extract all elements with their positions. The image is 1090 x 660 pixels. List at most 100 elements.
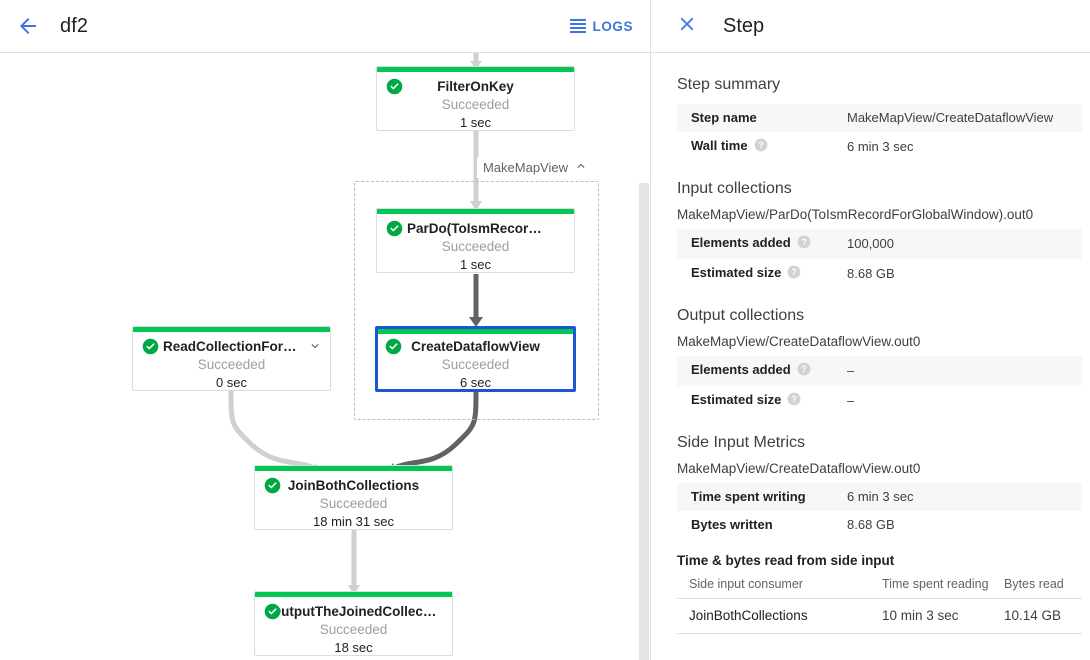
row-key: Elements added? xyxy=(677,229,843,259)
row-key-label: Elements added xyxy=(691,362,791,377)
table-row: Step name MakeMapView/CreateDataflowView xyxy=(677,104,1082,132)
table-row: Elements added? 100,000 xyxy=(677,229,1082,259)
table-header-row: Side input consumer Time spent reading B… xyxy=(677,572,1082,599)
svg-text:?: ? xyxy=(801,364,806,374)
row-key: Step name xyxy=(677,104,843,132)
list-lines-icon xyxy=(569,19,586,33)
node-time: 18 min 31 sec xyxy=(313,514,394,529)
row-key: Time spent writing xyxy=(677,483,843,511)
graph-node-pardo-toismrecord[interactable]: ParDo(ToIsmRecordFor… Succeeded 1 sec xyxy=(376,208,575,273)
check-circle-icon xyxy=(385,338,402,355)
row-value: MakeMapView/CreateDataflowView xyxy=(843,104,1082,132)
node-status: Succeeded xyxy=(441,239,510,254)
section-heading-step-summary: Step summary xyxy=(677,76,781,93)
svg-text:?: ? xyxy=(758,140,763,150)
output-collections-table: Elements added? – Estimated size? – xyxy=(677,356,1082,416)
row-value: 8.68 GB xyxy=(847,266,895,281)
cell-time-spent-reading: 10 min 3 sec xyxy=(882,598,1004,634)
group-box-makemapview[interactable]: MakeMapView xyxy=(354,157,599,420)
node-title: JoinBothCollections xyxy=(287,478,420,493)
graph-node-join-both-collections[interactable]: JoinBothCollections Succeeded 18 min 31 … xyxy=(254,465,453,530)
side-input-collection-name: MakeMapView/CreateDataflowView.out0 xyxy=(677,461,921,476)
row-value: 6 min 3 sec xyxy=(843,483,1082,511)
arrow-left-icon xyxy=(16,14,40,38)
node-status: Succeeded xyxy=(319,622,388,637)
node-status-bar xyxy=(255,466,452,471)
section-heading-side-input-metrics: Side Input Metrics xyxy=(677,434,806,451)
help-icon[interactable]: ? xyxy=(787,265,801,283)
node-status-bar xyxy=(255,592,452,597)
row-key-label: Elements added xyxy=(691,235,791,250)
graph-node-filter-on-key[interactable]: FilterOnKey Succeeded 1 sec xyxy=(376,66,575,131)
side-input-metrics-table: Time spent writing 6 min 3 sec Bytes wri… xyxy=(677,483,1082,539)
node-status: Succeeded xyxy=(197,357,266,372)
close-button[interactable] xyxy=(665,4,709,48)
table-row: JoinBothCollections 10 min 3 sec 10.14 G… xyxy=(677,598,1082,634)
table-row: Estimated size? – xyxy=(677,386,1082,416)
row-key: Elements added? xyxy=(677,356,843,386)
section-heading-input-collections: Input collections xyxy=(677,180,792,197)
node-status: Succeeded xyxy=(441,97,510,112)
node-time: 0 sec xyxy=(215,375,248,390)
row-key: Estimated size? xyxy=(677,259,843,289)
check-circle-icon xyxy=(142,338,159,355)
svg-text:?: ? xyxy=(801,237,806,247)
close-icon xyxy=(676,13,698,40)
row-key-label: Estimated size xyxy=(691,392,782,407)
check-circle-icon xyxy=(264,477,281,494)
detail-panel-header: Step xyxy=(651,0,1090,53)
help-icon[interactable]: ? xyxy=(797,235,811,253)
node-time: 6 sec xyxy=(459,375,492,390)
node-status-bar xyxy=(377,67,574,72)
group-label-makemapview[interactable]: MakeMapView xyxy=(476,157,590,178)
node-title: FilterOnKey xyxy=(437,79,514,94)
back-button[interactable] xyxy=(4,2,52,50)
help-icon[interactable]: ? xyxy=(797,362,811,380)
graph-node-output-the-joined-collection[interactable]: OutputTheJoinedCollec… Succeeded 18 sec xyxy=(254,591,453,656)
logs-button-label: LOGS xyxy=(592,18,633,34)
table-row: Estimated size? 8.68 GB xyxy=(677,259,1082,289)
row-value: 6 min 3 sec xyxy=(847,139,914,154)
node-title: ParDo(ToIsmRecordFor… xyxy=(407,221,572,236)
help-icon[interactable]: ? xyxy=(787,392,801,410)
group-label-text: MakeMapView xyxy=(482,160,568,175)
row-value: 100,000 xyxy=(843,229,1082,259)
table-row: Wall time? 6 min 3 sec xyxy=(677,132,1082,162)
row-value: – xyxy=(843,356,1082,386)
row-key-label: Estimated size xyxy=(691,265,782,280)
node-time: 1 sec xyxy=(459,257,492,272)
cell-side-input-consumer: JoinBothCollections xyxy=(677,598,882,634)
sub-heading-time-bytes-read: Time & bytes read from side input xyxy=(677,553,895,568)
chevron-up-icon[interactable] xyxy=(574,159,588,176)
graph-scrollbar[interactable] xyxy=(639,53,650,660)
node-status: Succeeded xyxy=(441,357,510,372)
node-status-bar xyxy=(378,329,573,334)
side-input-consumer-table: Side input consumer Time spent reading B… xyxy=(677,572,1082,634)
step-detail-panel: Step Step summary Step name MakeMapView/… xyxy=(651,0,1090,660)
graph-panel: df2 LOGS xyxy=(0,0,651,660)
detail-panel-title: Step xyxy=(723,14,765,37)
row-key-label: Wall time xyxy=(691,138,748,153)
svg-text:?: ? xyxy=(792,267,797,277)
help-icon[interactable]: ? xyxy=(754,138,768,156)
row-key: Bytes written xyxy=(691,517,773,532)
cell-bytes-read: 10.14 GB xyxy=(1004,598,1082,634)
step-summary-table: Step name MakeMapView/CreateDataflowView… xyxy=(677,104,1082,162)
row-key: Wall time? xyxy=(677,132,843,162)
job-title: df2 xyxy=(60,14,89,37)
node-time: 18 sec xyxy=(334,640,373,655)
graph-node-read-collection-for-join[interactable]: ReadCollectionForJoin Succeeded 0 sec xyxy=(132,326,331,391)
check-circle-icon xyxy=(386,78,403,95)
table-row: Bytes written 8.68 GB xyxy=(677,511,1082,539)
row-key: Estimated size? xyxy=(677,386,843,416)
graph-scrollbar-thumb[interactable] xyxy=(639,183,649,660)
logs-button[interactable]: LOGS xyxy=(569,18,633,34)
chevron-down-icon[interactable] xyxy=(308,339,322,358)
node-status-bar xyxy=(377,209,574,214)
column-header-side-input-consumer: Side input consumer xyxy=(677,572,882,599)
graph-canvas[interactable]: MakeMapView xyxy=(0,53,650,660)
graph-node-create-dataflow-view[interactable]: CreateDataflowView Succeeded 6 sec xyxy=(375,326,576,392)
input-collection-name: MakeMapView/ParDo(ToIsmRecordForGlobalWi… xyxy=(677,207,1034,222)
table-row: Time spent writing 6 min 3 sec xyxy=(677,483,1082,511)
table-row: Elements added? – xyxy=(677,356,1082,386)
